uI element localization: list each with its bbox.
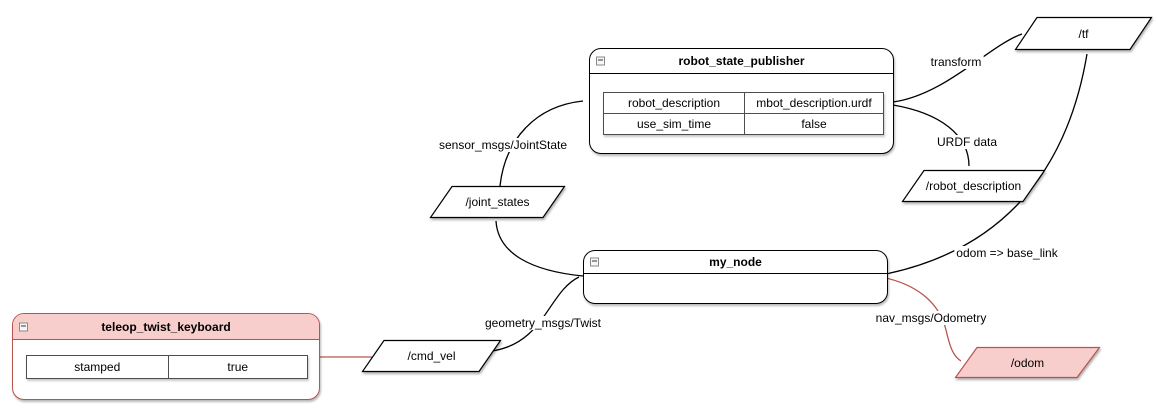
params-table: stamped true	[26, 355, 308, 379]
collapse-icon[interactable]	[19, 322, 28, 331]
topic-tf[interactable]: /tf	[1014, 16, 1153, 51]
parallelogram-shape	[901, 169, 1046, 203]
node-title-bar: my_node	[584, 251, 887, 274]
param-row: robot_description mbot_description.urdf	[603, 92, 884, 114]
params-table: robot_description mbot_description.urdf …	[603, 92, 884, 135]
edge-my-node-to-tf	[885, 53, 1088, 275]
param-value-cell: mbot_description.urdf	[744, 92, 884, 114]
topic-label: /cmd_vel	[407, 349, 456, 363]
param-key-cell: stamped	[26, 355, 169, 379]
param-key-cell: robot_description	[603, 92, 745, 114]
param-key-cell: use_sim_time	[603, 113, 745, 135]
param-row: use_sim_time false	[603, 113, 884, 135]
edge-my-node-to-odom	[885, 277, 962, 362]
topic-cmd-vel[interactable]: /cmd_vel	[361, 339, 502, 373]
edge-label-transform: transform	[928, 55, 984, 69]
node-title: teleop_twist_keyboard	[101, 319, 231, 334]
param-row: stamped true	[26, 355, 308, 379]
node-title: my_node	[709, 255, 762, 269]
edge-label-urdf-data: URDF data	[934, 135, 1000, 149]
node-teleop-twist-keyboard[interactable]: teleop_twist_keyboard stamped true	[12, 313, 320, 400]
node-title-bar: teleop_twist_keyboard	[13, 314, 319, 340]
edge-label-nav-msgs-odometry: nav_msgs/Odometry	[873, 311, 989, 325]
parallelogram-shape	[1014, 16, 1153, 51]
edge-robot-state-publisher-to-robot-description	[892, 104, 970, 167]
node-title-bar: robot_state_publisher	[590, 49, 893, 74]
edge-joint-states-to-robot-state-publisher	[499, 100, 584, 187]
edge-label-geometry-msgs-twist: geometry_msgs/Twist	[482, 316, 604, 330]
param-value-cell: true	[167, 355, 308, 379]
edge-cmd-vel-to-my-node	[491, 276, 580, 352]
topic-joint-states[interactable]: /joint_states	[429, 185, 566, 219]
edge-my-node-to-joint-states	[495, 220, 584, 277]
node-title: robot_state_publisher	[678, 54, 805, 68]
edge-label-odom-base-link: odom => base_link	[954, 246, 1060, 260]
topic-label: /tf	[1078, 26, 1089, 41]
node-robot-state-publisher[interactable]: robot_state_publisher robot_description …	[589, 48, 894, 154]
topic-label: /robot_description	[925, 179, 1022, 193]
parallelogram-shape	[361, 339, 502, 373]
topic-robot-description[interactable]: /robot_description	[901, 169, 1046, 203]
edge-robot-state-publisher-to-tf	[892, 33, 1023, 103]
node-my-node[interactable]: my_node	[583, 250, 888, 304]
parallelogram-shape	[429, 185, 566, 219]
topic-odom[interactable]: /odom	[954, 346, 1101, 379]
collapse-icon[interactable]	[590, 257, 599, 267]
parallelogram-shape	[954, 346, 1101, 379]
collapse-icon[interactable]	[596, 56, 605, 66]
edge-label-sensor-msgs-jointstate: sensor_msgs/JointState	[436, 138, 570, 152]
topic-label: /odom	[1010, 355, 1045, 370]
topic-label: /joint_states	[465, 195, 530, 209]
param-value-cell: false	[744, 113, 884, 135]
